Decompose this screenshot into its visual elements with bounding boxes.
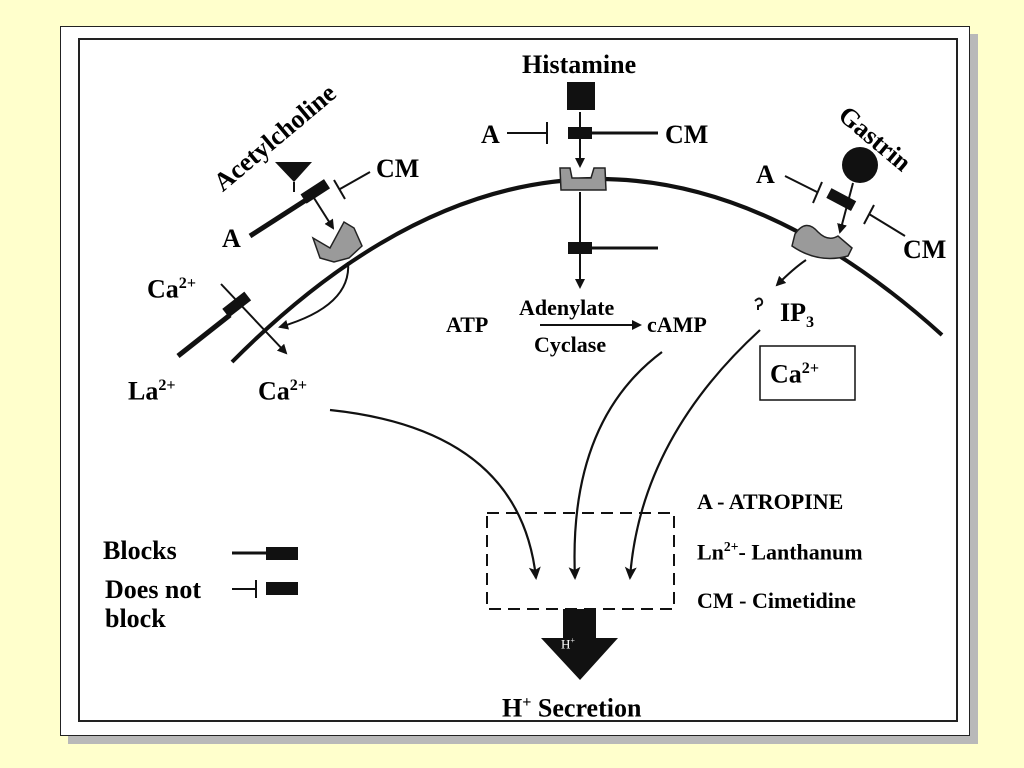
- la-label: La2+: [128, 376, 176, 406]
- legend-block-label: block: [105, 604, 166, 633]
- cm-right-inhibit-bar: [863, 204, 875, 225]
- a-left-block-line: [248, 197, 308, 239]
- ca-box: [759, 345, 856, 401]
- gastrin-to-ip3-arrow: [775, 259, 807, 287]
- cm-left-inhibit-line: [339, 171, 371, 190]
- muscarinic-receptor: [311, 220, 363, 263]
- cm-top-block-bar: [568, 127, 592, 139]
- adenylate-label: Adenylate: [519, 295, 615, 320]
- histamine-ligand: [567, 82, 595, 110]
- acetylcholine-arrow: [313, 197, 335, 230]
- a-right-inhibit-line: [784, 175, 818, 193]
- a-left-label: A: [222, 224, 241, 253]
- cm-left-label: CM: [376, 154, 420, 183]
- camp-label: cAMP: [647, 312, 707, 337]
- cm-right-block-bar: [826, 188, 857, 211]
- cyclase-label: Cyclase: [534, 332, 607, 357]
- lanthanum-block-bar: [222, 291, 252, 318]
- ip3-label: IP3: [780, 298, 815, 332]
- secretion-big-arrow: [541, 609, 618, 680]
- legend-blocks-label: Blocks: [103, 536, 177, 565]
- ip3-marker: [754, 297, 764, 310]
- a-right-inhibit-bar: [812, 181, 823, 204]
- cm-intracellular-block-bar: [568, 242, 592, 254]
- acetylcholine-ligand: [275, 162, 312, 182]
- atp-label: ATP: [446, 312, 489, 337]
- lanthanum-key: Ln2+- Lanthanum: [697, 539, 863, 565]
- lanthanum-block-line: [176, 313, 232, 358]
- legend-does-not-label: Does not: [105, 575, 202, 604]
- proton-pump-box: [486, 512, 675, 610]
- a-top-label: A: [481, 120, 500, 149]
- calcium-to-secretion-arrow: [329, 408, 541, 580]
- ca-channel-label: Ca2+: [147, 274, 197, 304]
- ca-intracellular-label: Ca2+: [258, 376, 308, 406]
- atropine-key: A - ATROPINE: [697, 489, 844, 514]
- cm-right-label: CM: [903, 235, 947, 264]
- gastrin-ligand: [842, 147, 878, 183]
- ca-box-label: Ca2+: [770, 359, 820, 389]
- camp-to-secretion-arrow: [568, 351, 663, 580]
- muscarinic-to-calcium-arrow: [278, 261, 350, 330]
- h-secretion-label: H+ Secretion: [502, 693, 642, 723]
- cm-left-inhibit-bar: [333, 179, 346, 200]
- cm-right-inhibit-line: [868, 213, 906, 237]
- legend-blocks-bar: [266, 547, 298, 560]
- gastrin-receptor: [791, 224, 853, 260]
- cm-top-label: CM: [665, 120, 709, 149]
- histamine-label: Histamine: [522, 50, 637, 79]
- h2-receptor: [559, 167, 607, 191]
- diagram-frame: [60, 26, 970, 736]
- h-arrow-label: H+: [561, 636, 575, 652]
- a-left-block-bar: [300, 179, 331, 204]
- cimetidine-key: CM - Cimetidine: [697, 588, 856, 613]
- calcium-influx-arrow: [220, 283, 288, 355]
- diagram-inner-border: [78, 38, 958, 722]
- a-right-label: A: [756, 160, 775, 189]
- legend-does-not-block-bar: [266, 582, 298, 595]
- ip3-to-secretion-arrow: [624, 329, 761, 580]
